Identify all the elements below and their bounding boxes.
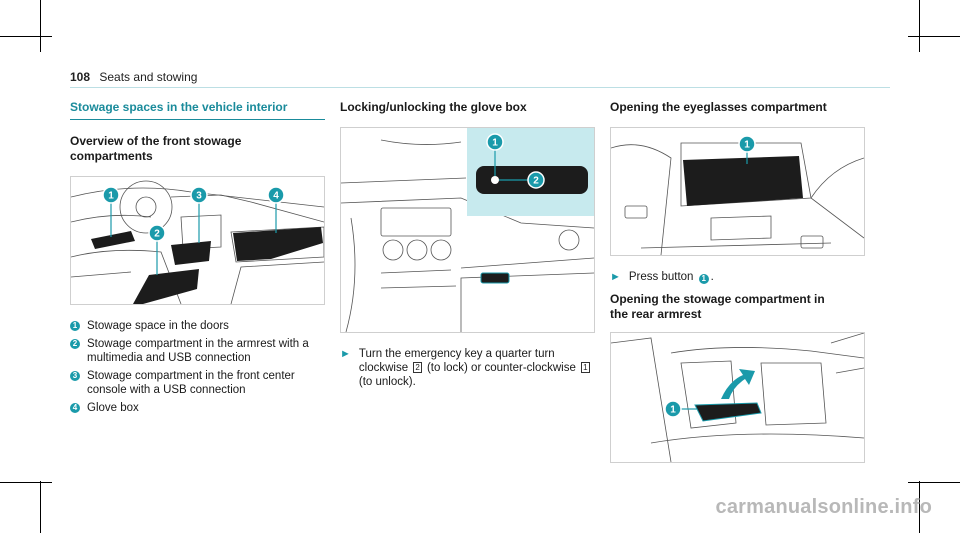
step-text-part: (to lock) or counter-clockwise [426, 362, 576, 374]
step-text-part: . [710, 271, 714, 283]
bullet-arrow-icon: ► [610, 271, 621, 283]
number-badge: 1 [70, 321, 80, 331]
step-text: Turn the emergency key a quarter turn cl… [359, 347, 595, 389]
header-rule [70, 87, 890, 88]
svg-text:3: 3 [196, 191, 202, 202]
crop-mark [919, 481, 920, 533]
step-text: Press button 1. [629, 270, 714, 284]
glovebox-heading: Locking/unlocking the glove box [340, 100, 527, 114]
column-right: Opening the eyeglasses compartment 1 ► P… [610, 100, 865, 463]
section-title-rule [70, 119, 325, 120]
overview-heading: Overview of the front stowage compartmen… [70, 134, 242, 163]
legend-text: Stowage compartment in the front center … [87, 370, 295, 396]
step-text-part: Turn the emergency key a quarter turn cl… [358, 348, 555, 374]
svg-text:2: 2 [533, 176, 539, 187]
crop-mark [919, 0, 920, 52]
section-title: Stowage spaces in the vehicle interior [70, 100, 288, 114]
legend-item: 4 Glove box [70, 401, 325, 415]
bullet-arrow-icon: ► [340, 348, 351, 360]
rear-armrest-figure: 1 [610, 332, 865, 463]
crop-mark [0, 36, 52, 37]
svg-text:2: 2 [154, 229, 160, 240]
column-middle: Locking/unlocking the glove box [340, 100, 595, 389]
svg-text:1: 1 [744, 140, 750, 151]
page-number: 108 [70, 70, 91, 84]
crop-mark [40, 0, 41, 52]
key-symbol: 2 [413, 362, 422, 373]
glovebox-step: ► Turn the emergency key a quarter turn … [340, 347, 595, 389]
step-text-part: Press button [628, 271, 694, 283]
watermark: carmanualsonline.info [715, 496, 932, 518]
number-badge: 4 [70, 403, 80, 413]
legend-item: 3 Stowage compartment in the front cente… [70, 369, 325, 397]
legend-text: Glove box [87, 402, 139, 414]
page-header: 108 Seats and stowing [70, 70, 197, 84]
eyeglasses-step: ► Press button 1. [610, 270, 865, 284]
svg-text:1: 1 [492, 138, 498, 149]
overview-legend: 1 Stowage space in the doors 2 Stowage c… [70, 319, 325, 415]
eyeglasses-figure: 1 [610, 127, 865, 256]
eyeglasses-heading: Opening the eyeglasses compartment [610, 100, 827, 114]
crop-mark [40, 481, 41, 533]
rear-armrest-heading: Opening the stowage compartment in the r… [610, 292, 825, 321]
section-label: Seats and stowing [99, 70, 198, 84]
number-badge: 1 [698, 274, 709, 284]
legend-item: 2 Stowage compartment in the armrest wit… [70, 337, 325, 365]
crop-mark [0, 482, 52, 483]
number-badge: 3 [70, 371, 80, 381]
svg-text:1: 1 [108, 191, 114, 202]
crop-mark [908, 482, 960, 483]
crop-mark [908, 36, 960, 37]
key-symbol: 1 [581, 362, 590, 373]
glovebox-figure: 1 2 [340, 127, 595, 333]
legend-text: Stowage space in the doors [87, 320, 229, 332]
step-text-part: (to unlock). [358, 376, 416, 388]
front-stowage-figure: 1 2 3 4 [70, 176, 325, 305]
svg-text:4: 4 [273, 191, 279, 202]
legend-item: 1 Stowage space in the doors [70, 319, 325, 333]
number-badge: 2 [70, 339, 80, 349]
column-left: Stowage spaces in the vehicle interior O… [70, 100, 325, 419]
svg-text:1: 1 [670, 405, 676, 416]
legend-text: Stowage compartment in the armrest with … [87, 338, 309, 364]
